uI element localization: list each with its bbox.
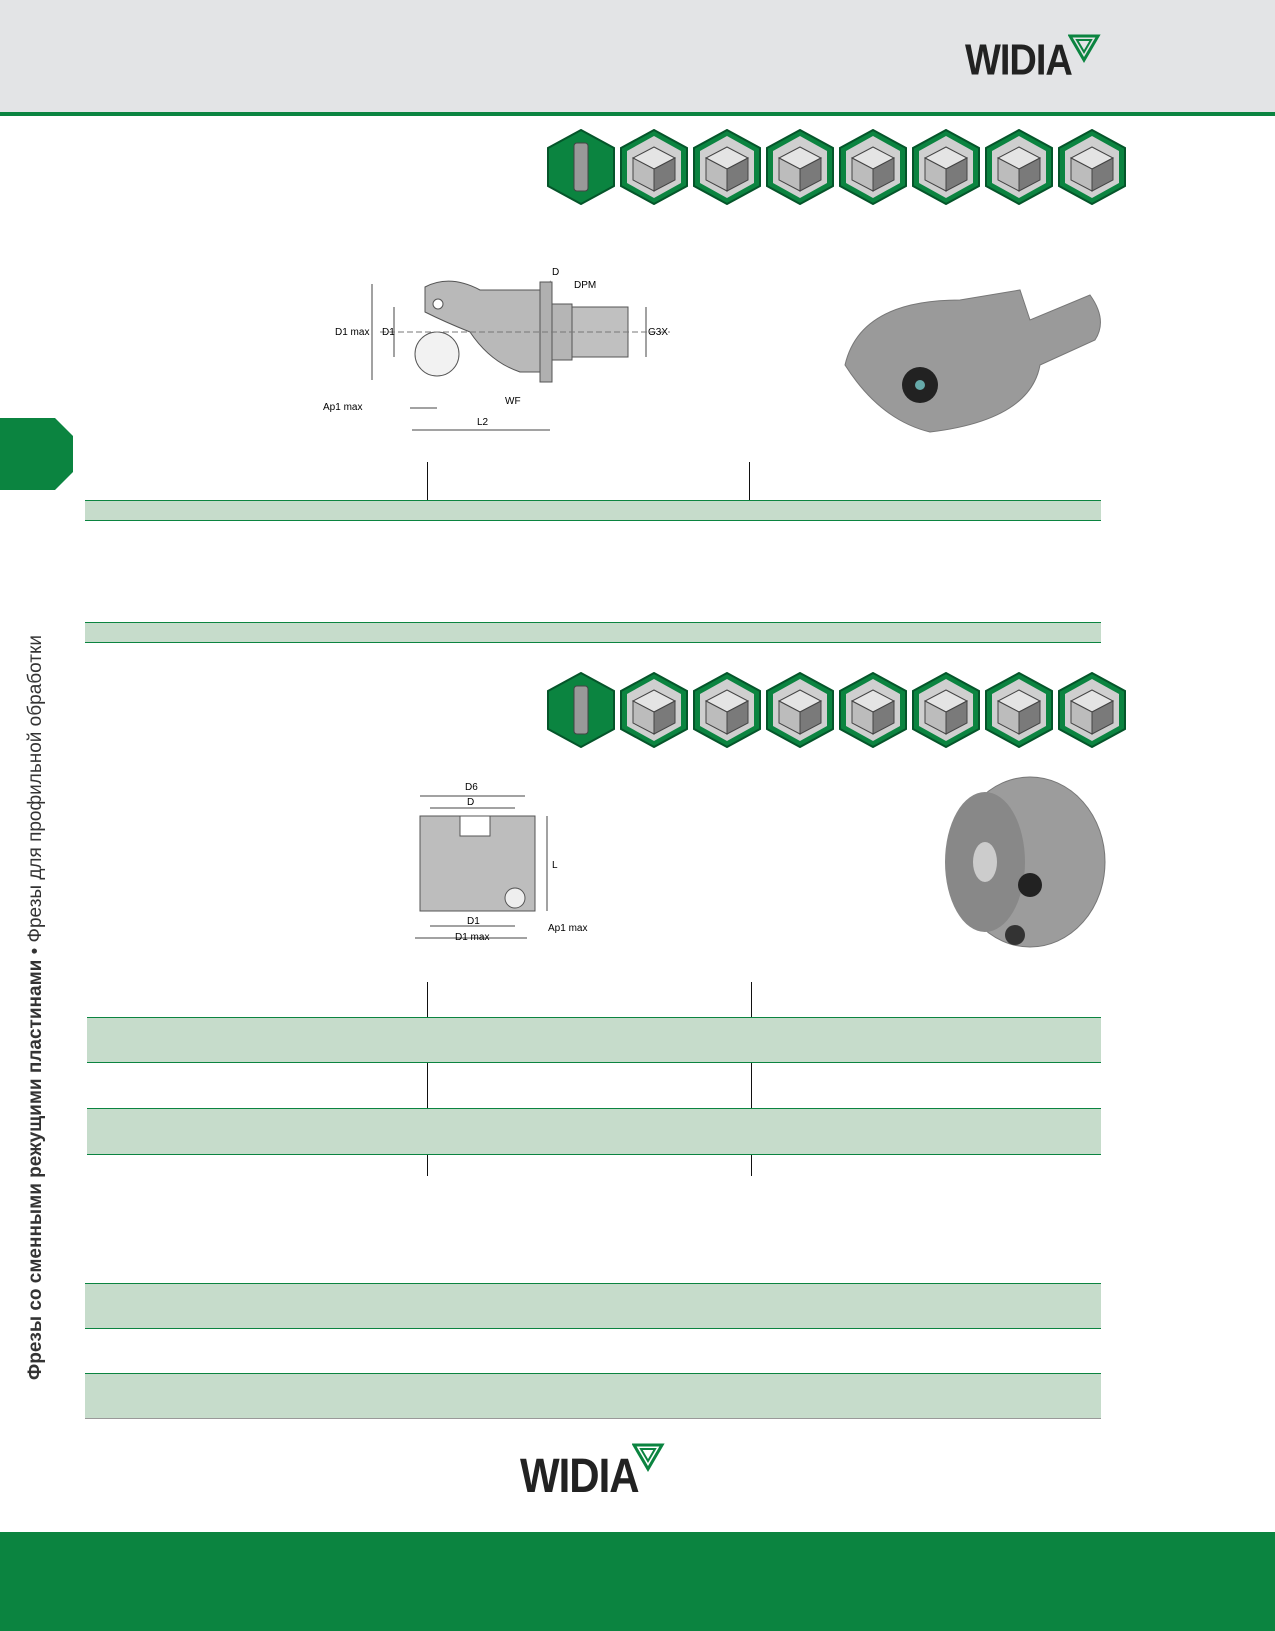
table1-divider <box>749 462 750 520</box>
table2-divider <box>751 982 752 1176</box>
cutter-photo-2 <box>945 776 1106 948</box>
cutter-drawing-2: D6 D L D1 D1 max Ap1 max <box>415 782 587 943</box>
face-milling-icon <box>839 672 907 748</box>
footer-widia-logo: WIDIA <box>520 1448 640 1503</box>
dim-d6: D6 <box>465 782 478 793</box>
dim-dpm: DPM <box>574 280 596 291</box>
sidebar-title-regular: Фрезы для профильной обработки <box>25 635 46 943</box>
slot-icon <box>766 672 834 748</box>
widia-triangle-icon <box>1068 34 1101 63</box>
screw-shank-icon <box>547 129 615 205</box>
table3-row <box>85 1373 1101 1419</box>
cutter-photo-1 <box>844 289 1101 433</box>
plunge-icon <box>985 129 1053 205</box>
dim-g3x: G3X <box>648 327 668 338</box>
slot-icon <box>766 129 834 205</box>
dim-d1: D1 <box>382 327 395 338</box>
copy-milling-icon <box>620 672 688 748</box>
helical-icon <box>1058 672 1126 748</box>
table2-divider <box>427 982 428 1176</box>
dim-wf: WF <box>505 396 521 407</box>
face-milling-icon <box>839 129 907 205</box>
shoulder-icon <box>693 672 761 748</box>
dim-d: D <box>467 797 474 808</box>
table2-row <box>87 1017 1101 1063</box>
dim-l: L <box>552 860 558 871</box>
helical-icon <box>1058 129 1126 205</box>
table2-row <box>87 1108 1101 1155</box>
sidebar-title: Фрезы со сменными режущими пластинами • … <box>25 635 47 1380</box>
copy-milling-icon <box>620 129 688 205</box>
table3-row <box>85 1283 1101 1329</box>
section-tab <box>0 418 73 490</box>
shell-mill-icon <box>547 672 615 748</box>
widia-logo: WIDIA <box>965 36 1073 86</box>
application-icons-row-2 <box>546 672 1127 748</box>
dim-d1max: D1 max <box>455 932 489 943</box>
dim-ap1max: Ap1 max <box>323 402 362 413</box>
table1-row <box>85 500 1101 521</box>
separator: • <box>25 942 46 960</box>
dim-d: D <box>552 267 559 278</box>
dim-l2: L2 <box>477 417 489 428</box>
footer-widia-triangle-icon <box>632 1443 665 1472</box>
dim-d1max: D1 max <box>335 327 369 338</box>
page-header: WIDIA <box>0 0 1275 116</box>
plunge-icon <box>985 672 1053 748</box>
application-icons-row-1 <box>546 129 1127 205</box>
dim-d1: D1 <box>467 916 480 927</box>
sidebar-title-bold: Фрезы со сменными режущими пластинами <box>25 959 46 1380</box>
pocket-icon <box>912 129 980 205</box>
pocket-icon <box>912 672 980 748</box>
footer-bar <box>0 1532 1275 1631</box>
shoulder-icon <box>693 129 761 205</box>
table1-divider <box>427 462 428 520</box>
cutter-drawing-1: D DPM D1 max D1 G3X WF Ap1 max L2 <box>323 267 670 431</box>
dim-ap1max: Ap1 max <box>548 923 587 934</box>
table1-band <box>85 622 1101 643</box>
